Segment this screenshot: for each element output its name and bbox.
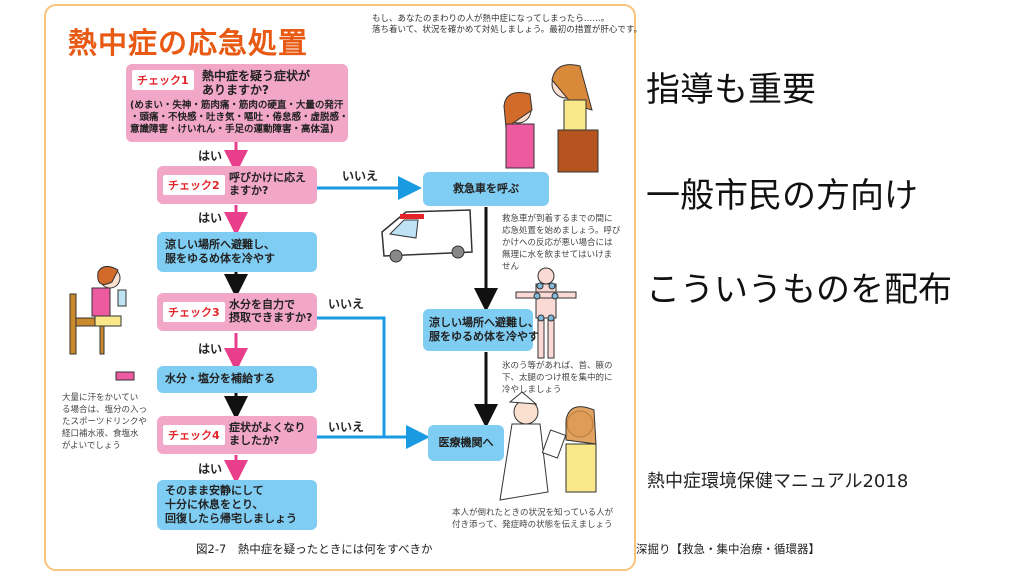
action-line: 涼しい場所へ避難し、 <box>165 238 275 251</box>
note-line: 応急処置を始めましょう。呼び <box>502 226 621 236</box>
intro-line: もし、あなたのまわりの人が熱中症になってしまったら……。 <box>372 14 610 24</box>
note-line: 本人が倒れたときの状況を知っている人が <box>452 508 614 518</box>
note-line: たスポーツドリンクや <box>62 417 147 427</box>
hydrate-box: 水分・塩分を補給する <box>157 366 317 393</box>
note-line: がよいでしょう <box>62 441 121 451</box>
slide-bullet: 一般市民の方向け <box>646 176 918 216</box>
figure-caption: 図2-7 熱中症を疑ったときには何をすべきか <box>196 542 433 556</box>
note-line: 冷やしましょう <box>502 385 562 395</box>
symptom-line: (めまい・失神・筋肉痛・筋肉の硬直・大量の発汗 <box>130 100 344 111</box>
note-line: 経口補水液、食塩水 <box>62 429 139 439</box>
sweat-note: 大量に汗をかいてい る場合は、塩分の入っ たスポーツドリンクや 経口補水液、食塩… <box>62 392 147 452</box>
girl-drinking-illustration <box>69 266 135 381</box>
hospital-note: 本人が倒れたときの状況を知っている人が 付き添って、発症時の状態を伝えましょう <box>452 507 613 531</box>
action-line: 回復したら帰宅しましょう <box>165 512 297 525</box>
source-fragment: 深掘り【救急・集中治療・循環器】 <box>636 542 820 556</box>
action-line: 医療機関へ <box>438 436 494 449</box>
check-1-symptoms: (めまい・失神・筋肉痛・筋肉の硬直・大量の発汗 ・頭痛・不快感・吐き気・嘔吐・倦… <box>130 100 349 136</box>
no-label: いいえ <box>328 420 365 434</box>
note-line: 無理に水を飲ませてはいけま <box>502 250 613 260</box>
check-2-tag: チェック2 <box>163 175 225 195</box>
check-1-question: 熱中症を疑う症状が ありますか? <box>202 69 310 97</box>
note-line: る場合は、塩分の入っ <box>62 405 148 415</box>
question-line: ますか? <box>229 184 269 197</box>
note-line: 付き添って、発症時の状態を伝えましょう <box>452 520 613 530</box>
no-label: いいえ <box>342 169 379 183</box>
check-3-box: チェック3 水分を自力で 摂取できますか? <box>157 293 317 331</box>
cool-down-box-right: 涼しい場所へ避難し、 服をゆるめ体を冷やす <box>423 309 539 351</box>
check-4-tag: チェック4 <box>163 425 225 445</box>
question-line: 症状がよくなり <box>229 421 306 434</box>
action-line: そのまま安静にして <box>165 484 264 497</box>
intro-line: 落ち着いて、状況を確かめて対処しましょう。最初の措置が肝心です。 <box>372 25 642 35</box>
action-line: 涼しい場所へ避難し、 <box>429 316 539 329</box>
ambulance-illustration <box>381 209 473 263</box>
hospital-box: 医療機関へ <box>428 425 504 461</box>
slide-bullet: こういうものを配布 <box>646 270 952 310</box>
question-line: 呼びかけに応え <box>229 171 306 184</box>
action-text: 涼しい場所へ避難し、 服をゆるめ体を冷やす <box>165 238 275 266</box>
action-text: そのまま安静にして 十分に休息をとり、 回復したら帰宅しましょう <box>165 484 297 526</box>
action-line: 水分・塩分を補給する <box>165 372 275 385</box>
check-1-tag: チェック1 <box>132 70 194 90</box>
rest-box: そのまま安静にして 十分に休息をとり、 回復したら帰宅しましょう <box>157 480 317 530</box>
figure-intro: もし、あなたのまわりの人が熱中症になってしまったら……。 落ち着いて、状況を確か… <box>372 14 642 36</box>
call-ambulance-box: 救急車を呼ぶ <box>423 172 549 206</box>
note-line: 氷のう等があれば、首、腋の <box>502 361 613 371</box>
check-4-box: チェック4 症状がよくなり ましたか? <box>157 416 317 454</box>
check-4-question: 症状がよくなり ましたか? <box>229 421 305 447</box>
action-line: 服をゆるめ体を冷やす <box>165 252 275 265</box>
note-line: かけへの反応が悪い場合には <box>502 238 613 248</box>
no-label: いいえ <box>328 297 365 311</box>
check-2-question: 呼びかけに応え ますか? <box>229 171 306 197</box>
slide-bullet: 指導も重要 <box>646 70 816 110</box>
nurse-and-patient-illustration <box>499 391 597 501</box>
yes-label: はい <box>198 211 223 225</box>
note-line: 下、太腿のつけ根を集中的に <box>502 373 613 383</box>
check-3-tag: チェック3 <box>163 302 225 322</box>
body-ice-pack-illustration <box>515 267 577 359</box>
cool-down-box-left: 涼しい場所へ避難し、 服をゆるめ体を冷やす <box>157 232 317 272</box>
symptom-line: ・頭痛・不快感・吐き気・嘔吐・倦怠感・虚脱感・ <box>130 112 349 123</box>
action-text: 涼しい場所へ避難し、 服をゆるめ体を冷やす <box>429 316 539 344</box>
no-line <box>316 316 386 437</box>
question-line: ましたか? <box>229 434 280 447</box>
yes-label: はい <box>198 149 223 163</box>
question-line: ありますか? <box>202 83 269 97</box>
action-line: 十分に休息をとり、 <box>165 498 264 511</box>
symptom-line: 意識障害・けいれん・手足の運動障害・高体温) <box>130 124 334 135</box>
mother-and-child-illustration <box>503 64 599 173</box>
action-line: 服をゆるめ体を冷やす <box>429 330 539 343</box>
question-line: 摂取できますか? <box>229 311 313 324</box>
yes-label: はい <box>198 462 223 476</box>
question-line: 水分を自力で <box>229 298 295 311</box>
question-line: 熱中症を疑う症状が <box>202 69 311 83</box>
action-line: 救急車を呼ぶ <box>453 182 519 195</box>
note-line: 大量に汗をかいてい <box>62 393 139 403</box>
check-2-box: チェック2 呼びかけに応え ますか? <box>157 166 317 204</box>
yes-label: はい <box>198 342 223 356</box>
slide-reference: 熱中症環境保健マニュアル2018 <box>647 471 909 492</box>
check-1-box: チェック1 熱中症を疑う症状が ありますか? (めまい・失神・筋肉痛・筋肉の硬直… <box>126 64 349 142</box>
ambulance-note: 救急車が到着するまでの間に 応急処置を始めましょう。呼び かけへの反応が悪い場合… <box>502 213 621 273</box>
check-3-question: 水分を自力で 摂取できますか? <box>229 298 312 324</box>
note-line: 救急車が到着するまでの間に <box>502 214 613 224</box>
note-line: せん <box>502 262 520 272</box>
ice-pack-note: 氷のう等があれば、首、腋の 下、太腿のつけ根を集中的に 冷やしましょう <box>502 360 613 396</box>
figure-title: 熱中症の応急処置 <box>68 26 309 60</box>
